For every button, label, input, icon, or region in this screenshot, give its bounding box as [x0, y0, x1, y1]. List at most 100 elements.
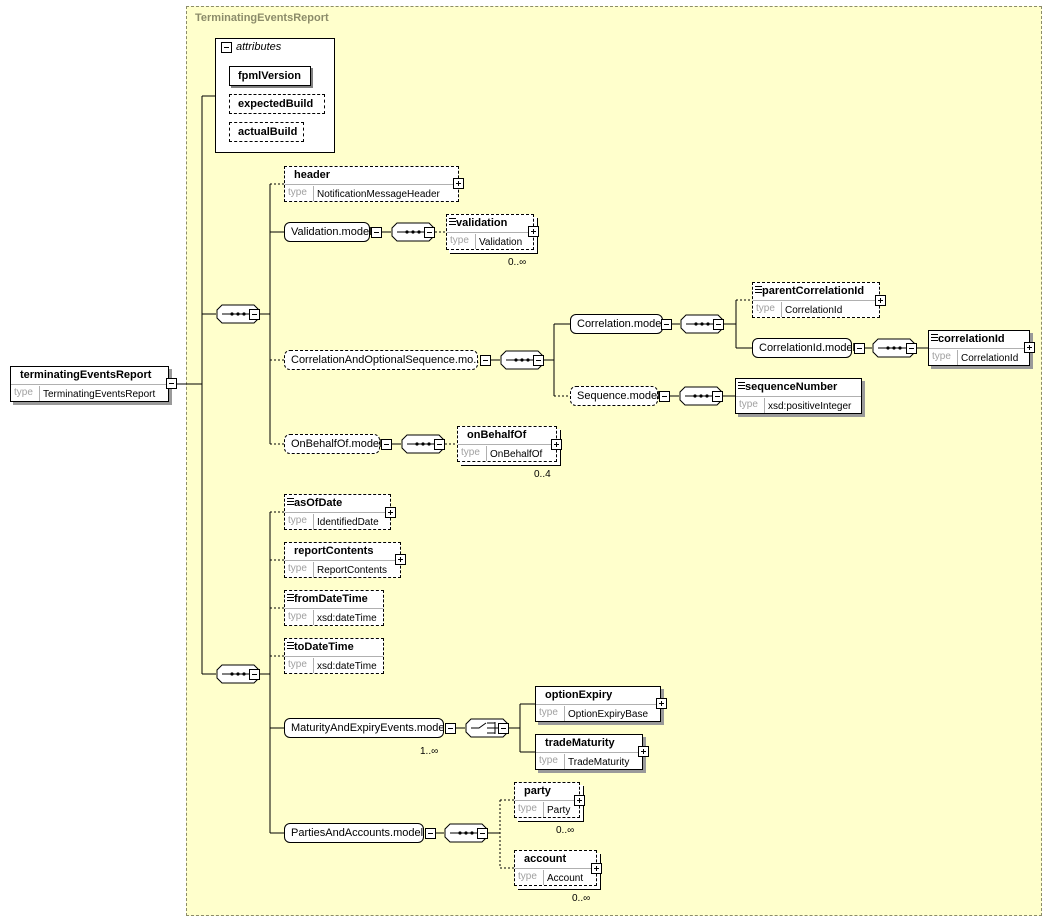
expand-icon[interactable] [453, 178, 464, 189]
element-name: toDateTime [294, 641, 354, 653]
element-report-contents[interactable]: reportContents type ReportContents [284, 542, 401, 578]
attribute-actual-build[interactable]: actualBuild [229, 122, 304, 142]
element-as-of-date[interactable]: asOfDate type IdentifiedDate [284, 494, 391, 530]
collapse-icon[interactable] [166, 378, 177, 389]
sequence-compositor-icon[interactable] [680, 314, 724, 334]
sequence-compositor-icon[interactable] [391, 222, 435, 242]
element-party[interactable]: party type Party [514, 782, 580, 818]
element-account[interactable]: account type Account [514, 850, 597, 886]
attribute-fpml-version[interactable]: fpmlVersion [229, 66, 311, 86]
collapse-icon[interactable] [381, 439, 392, 450]
group-on-behalf-of-model[interactable]: OnBehalfOf.model [284, 434, 382, 454]
occurrence-label: 0..∞ [556, 825, 575, 836]
type-value: xsd:dateTime [313, 658, 377, 673]
type-label: type [288, 563, 307, 574]
type-label: type [450, 235, 469, 246]
expand-icon[interactable] [591, 863, 602, 874]
collapse-icon[interactable] [661, 319, 672, 330]
element-on-behalf-of[interactable]: onBehalfOf type OnBehalfOf [457, 426, 557, 462]
attribute-expected-build[interactable]: expectedBuild [229, 94, 325, 114]
expand-icon[interactable] [385, 507, 396, 518]
occurrence-label: 1..∞ [420, 746, 439, 757]
element-option-expiry[interactable]: optionExpiry type OptionExpiryBase [535, 686, 661, 722]
expand-icon[interactable] [875, 295, 886, 306]
element-name: reportContents [294, 545, 374, 557]
type-label: type [518, 871, 537, 882]
type-value: OptionExpiryBase [564, 706, 648, 721]
sequence-compositor-icon[interactable] [444, 823, 488, 843]
root-element-terminating-events-report[interactable]: terminatingEventsReport type Terminating… [10, 366, 169, 402]
group-validation-model[interactable]: Validation.model [284, 222, 372, 242]
collapse-icon[interactable] [371, 227, 382, 238]
expand-icon[interactable] [656, 698, 667, 709]
occurrence-label: 0..∞ [572, 893, 591, 904]
expand-icon[interactable] [395, 554, 406, 565]
type-label: type [288, 515, 307, 526]
type-label: type [932, 351, 951, 362]
element-trade-maturity[interactable]: tradeMaturity type TradeMaturity [535, 734, 643, 770]
element-header[interactable]: header type NotificationMessageHeader [284, 166, 459, 202]
type-value: Party [543, 802, 570, 817]
collapse-icon[interactable] [249, 309, 260, 320]
collapse-icon[interactable] [498, 723, 509, 734]
element-name: account [524, 853, 567, 865]
element-name: asOfDate [294, 497, 343, 509]
sequence-compositor-icon[interactable] [401, 434, 445, 454]
expand-icon[interactable] [1024, 342, 1035, 353]
collapse-icon[interactable] [424, 227, 435, 238]
type-label: type [756, 303, 775, 314]
group-maturity-and-expiry-events-model[interactable]: MaturityAndExpiryEvents.model [284, 718, 447, 738]
element-parent-correlation-id[interactable]: parentCorrelationId type CorrelationId [752, 282, 880, 318]
element-sequence-number[interactable]: sequenceNumber type xsd:positiveInteger [735, 378, 862, 414]
collapse-icon[interactable] [854, 343, 865, 354]
element-name: party [524, 785, 551, 797]
type-value: ReportContents [313, 562, 387, 577]
group-correlation-id-model[interactable]: CorrelationId.model [752, 338, 855, 358]
group-sequence-model[interactable]: Sequence.model [570, 386, 660, 406]
choice-compositor-icon[interactable] [465, 718, 509, 738]
collapse-icon[interactable] [713, 319, 724, 330]
collapse-icon[interactable] [249, 669, 260, 680]
collapse-icon[interactable] [712, 391, 723, 402]
attributes-header: attributes [236, 41, 282, 53]
element-from-date-time[interactable]: fromDateTime type xsd:dateTime [284, 590, 384, 626]
collapse-icon[interactable] [480, 355, 491, 366]
type-label: type [518, 803, 537, 814]
type-value: NotificationMessageHeader [313, 186, 440, 201]
element-name: parentCorrelationId [762, 285, 865, 297]
element-validation[interactable]: validation type Validation [446, 214, 534, 250]
type-label: type [288, 659, 307, 670]
expand-icon[interactable] [528, 226, 539, 237]
collapse-icon[interactable] [477, 828, 488, 839]
expand-icon[interactable] [551, 439, 562, 450]
collapse-icon[interactable] [659, 391, 670, 402]
type-label: type [461, 447, 480, 458]
group-parties-and-accounts-model[interactable]: PartiesAndAccounts.model [284, 823, 424, 843]
collapse-icon[interactable] [221, 42, 232, 53]
group-correlation-model[interactable]: Correlation.model [570, 314, 664, 334]
collapse-icon[interactable] [445, 723, 456, 734]
expand-icon[interactable] [574, 795, 585, 806]
collapse-icon[interactable] [906, 343, 917, 354]
sequence-compositor-icon[interactable] [500, 350, 544, 370]
sequence-compositor-icon[interactable] [216, 304, 260, 324]
collapse-icon[interactable] [533, 355, 544, 366]
sequence-compositor-icon[interactable] [679, 386, 723, 406]
expand-icon[interactable] [638, 746, 649, 757]
element-to-date-time[interactable]: toDateTime type xsd:dateTime [284, 638, 384, 674]
type-value: CorrelationId [957, 350, 1018, 365]
sequence-compositor-icon[interactable] [872, 338, 916, 358]
element-name: tradeMaturity [545, 737, 615, 749]
group-correlation-and-optional-sequence[interactable]: CorrelationAndOptionalSequence.mo... [284, 350, 482, 370]
type-value: Account [543, 870, 583, 885]
complex-type-title: TerminatingEventsReport [195, 12, 329, 24]
element-correlation-id[interactable]: correlationId type CorrelationId [928, 330, 1030, 366]
element-name: sequenceNumber [745, 381, 838, 393]
sequence-compositor-icon[interactable] [216, 664, 260, 684]
element-name: terminatingEventsReport [20, 369, 152, 381]
type-value: OnBehalfOf [486, 446, 542, 461]
collapse-icon[interactable] [434, 439, 445, 450]
collapse-icon[interactable] [425, 828, 436, 839]
element-name: fromDateTime [294, 593, 368, 605]
